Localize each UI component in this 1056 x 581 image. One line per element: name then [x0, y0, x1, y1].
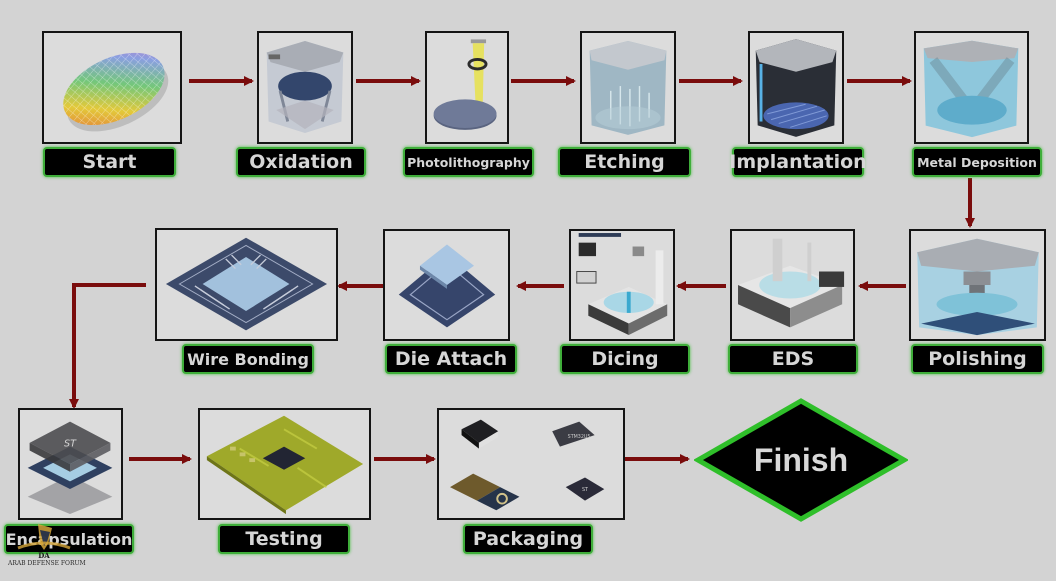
- step-dicing-label: Dicing: [560, 344, 690, 374]
- encapsulation-layers-icon: ST: [27, 421, 113, 515]
- silicon-wafer-icon: [63, 52, 169, 132]
- step-oxidation-image: [257, 31, 353, 144]
- arab-defense-forum-logo-icon: DA: [17, 524, 71, 560]
- step-wire-bonding-label: Wire Bonding: [182, 344, 314, 374]
- step-testing-label: Testing: [218, 524, 350, 554]
- step-polishing-image: [909, 229, 1046, 341]
- chip-qfn-icon: [461, 419, 499, 449]
- svg-text:STM32U5: STM32U5: [568, 434, 591, 440]
- oxidation-chamber-icon: [266, 41, 344, 134]
- svg-text:DA: DA: [38, 551, 50, 560]
- step-packaging-label: Packaging: [463, 524, 593, 554]
- step-die-attach-label: Die Attach: [385, 344, 517, 374]
- die-attach-icon: [398, 244, 496, 328]
- packaged-chips-icon: STM32U5 ST: [450, 419, 605, 511]
- chip-sensor-icon: [450, 473, 520, 511]
- step-encapsulation-image: ST: [18, 408, 123, 520]
- step-start-label: Start: [43, 147, 176, 177]
- step-implantation-label: Implantation: [729, 147, 867, 177]
- arrow-wire-bonding-to-encapsulation-corner: [69, 283, 146, 409]
- step-eds-image: [730, 229, 855, 341]
- watermark-text: ARAB DEFENSE FORUM: [8, 560, 86, 567]
- wire-bonding-chip-icon: [165, 237, 328, 331]
- step-etching-label: Etching: [558, 147, 691, 177]
- pcb-testing-icon: [206, 415, 364, 515]
- step-polishing-label: Polishing: [911, 344, 1044, 374]
- step-etching-image: [580, 31, 676, 144]
- etching-chamber-icon: [589, 41, 667, 135]
- step-metal-deposition-label: Metal Deposition: [912, 147, 1042, 177]
- step-metal-deposition-image: [914, 31, 1029, 144]
- chip-bga-icon: STM32U5: [552, 421, 595, 447]
- finish-diamond: [694, 398, 908, 522]
- eds-tester-icon: [738, 238, 845, 328]
- step-wire-bonding-image: [155, 228, 338, 341]
- photolithography-light-icon: [433, 39, 497, 130]
- dicing-machine-icon: [576, 233, 668, 336]
- metal-deposition-chamber-icon: [923, 40, 1019, 138]
- step-photolithography-image: [425, 31, 509, 144]
- step-dicing-image: [569, 229, 675, 341]
- svg-text:ST: ST: [582, 487, 588, 493]
- step-packaging-image: STM32U5 ST: [437, 408, 625, 520]
- finish-label: Finish: [753, 441, 849, 478]
- step-implantation-image: [748, 31, 844, 144]
- svg-text:ST: ST: [64, 439, 77, 450]
- polishing-machine-icon: [917, 238, 1039, 336]
- ion-implantation-chamber-icon: [755, 39, 837, 137]
- step-die-attach-image: [383, 229, 510, 341]
- chip-qfp-icon: ST: [565, 477, 605, 501]
- step-start-image: [42, 31, 182, 144]
- step-photolithography-label: Photolithography: [403, 147, 534, 177]
- step-eds-label: EDS: [728, 344, 858, 374]
- step-testing-image: [198, 408, 371, 520]
- step-oxidation-label: Oxidation: [236, 147, 366, 177]
